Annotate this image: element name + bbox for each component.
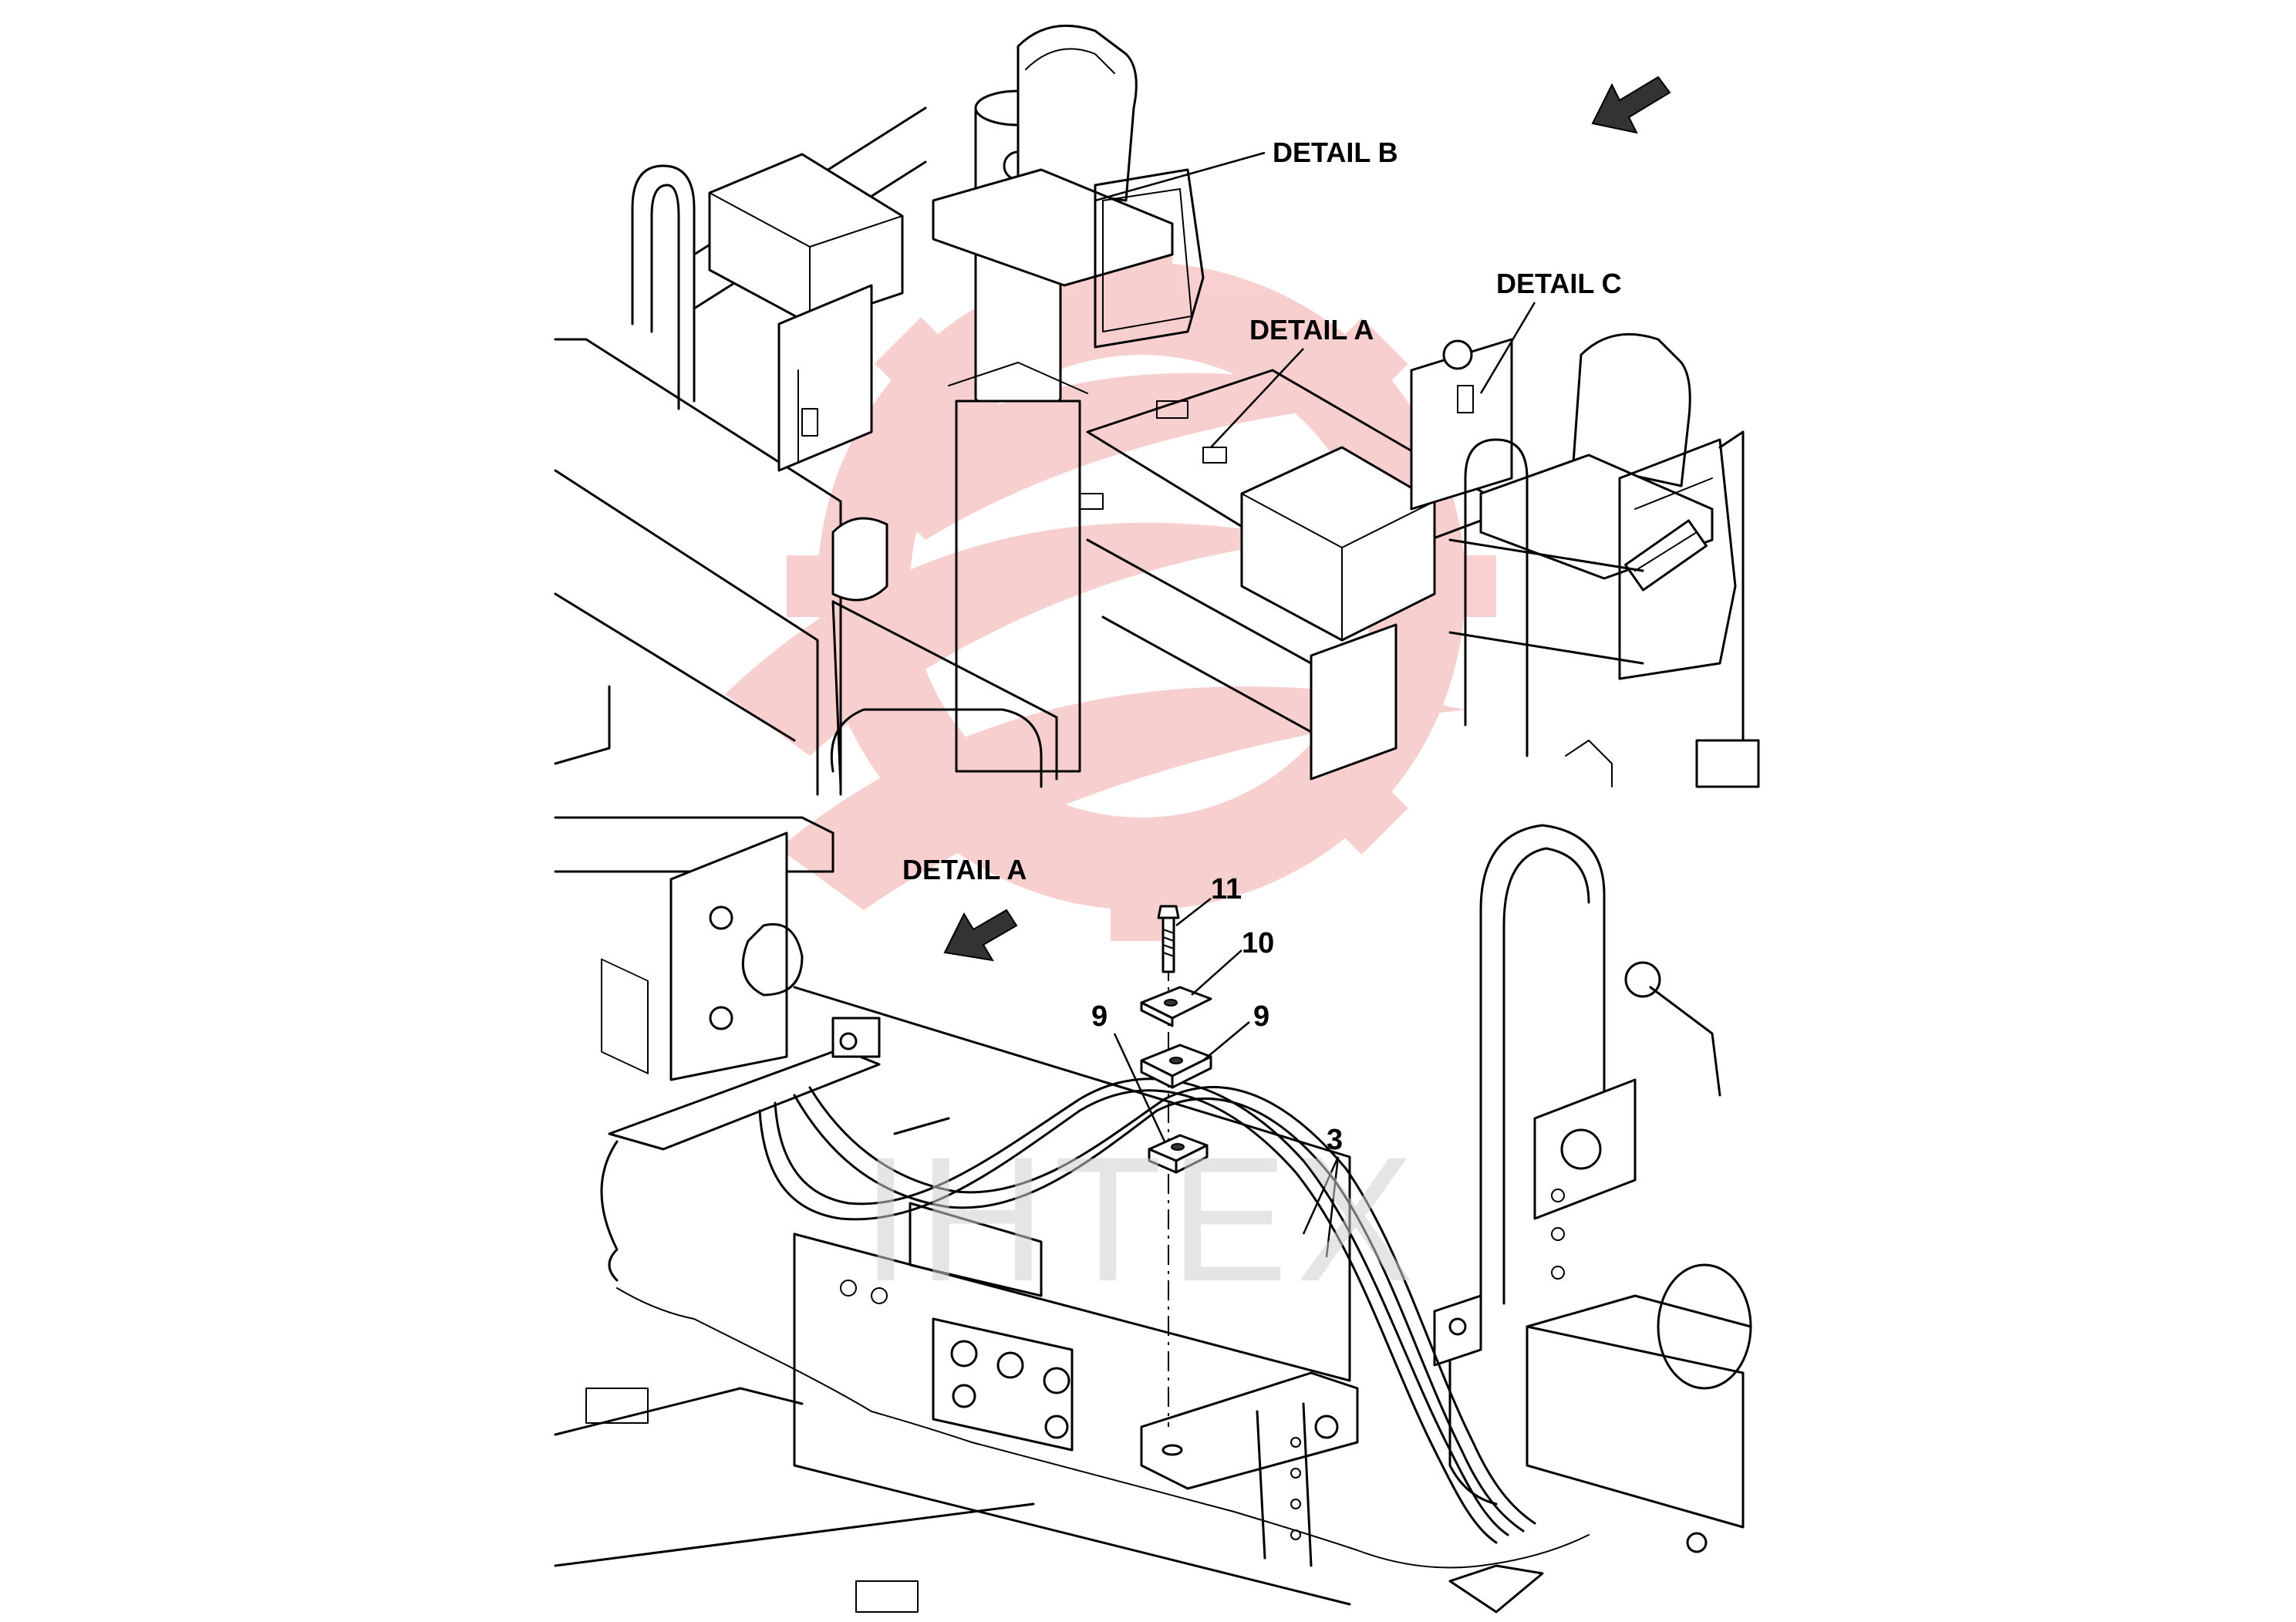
callout-clamp-half-right: 9 xyxy=(1202,1000,1269,1061)
machine-overview-illustration xyxy=(554,24,1760,1074)
direction-arrow-icon xyxy=(943,909,1018,962)
clamp-half-upper-part xyxy=(1140,1044,1212,1089)
callout-bolt: 11 xyxy=(1175,873,1242,926)
direction-arrow-icon xyxy=(1591,76,1671,134)
detail-a-view-title: DETAIL A xyxy=(902,854,1027,885)
callout-detail-c: DETAIL C xyxy=(1479,268,1622,394)
callout-hose-bundle: 3 xyxy=(1302,1124,1343,1258)
callout-number-10: 10 xyxy=(1242,927,1274,959)
detail-a-view xyxy=(554,816,1752,1614)
upper-clamp-plate-part xyxy=(1140,986,1212,1027)
callout-upper-clamp-plate: 10 xyxy=(1191,927,1274,996)
brand-logo-plate-icon xyxy=(1624,519,1708,592)
detail-a-overview-label: DETAIL A xyxy=(1249,314,1374,346)
detail-b-label: DETAIL B xyxy=(1273,137,1398,168)
callout-number-9-right: 9 xyxy=(1253,1000,1269,1033)
bolt-part xyxy=(1157,905,1180,973)
callout-clamp-half-left: 9 xyxy=(1091,1000,1166,1142)
callout-detail-a-overview: DETAIL A xyxy=(1210,314,1374,448)
gear-logo-watermark-icon xyxy=(725,231,1496,941)
callout-number-9-left: 9 xyxy=(1091,1000,1108,1033)
hose-bundle xyxy=(758,1077,1536,1544)
callout-number-11: 11 xyxy=(1211,873,1242,905)
watermark-text: ІНТЕХ xyxy=(861,1120,1421,1318)
detail-c-label: DETAIL C xyxy=(1496,268,1622,299)
callout-number-3: 3 xyxy=(1327,1124,1343,1156)
callout-detail-b: DETAIL B xyxy=(1094,137,1398,202)
clamp-half-lower-part xyxy=(1148,1134,1209,1174)
